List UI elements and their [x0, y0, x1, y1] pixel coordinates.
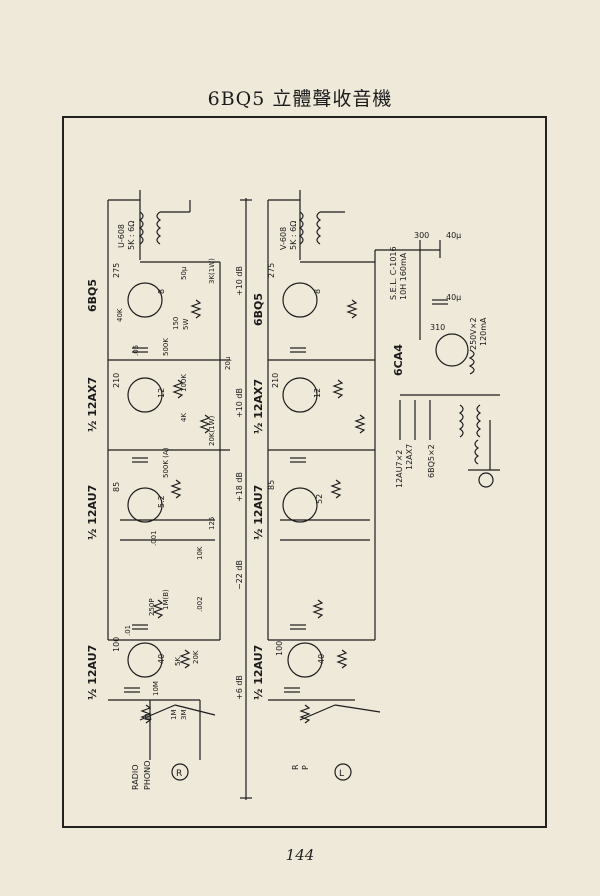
power-supply-wiring [375, 240, 500, 471]
left-plate-voltage-4: 100 [112, 637, 121, 652]
right-12ax7-tube [282, 377, 318, 413]
right-channel-wiring [267, 190, 381, 724]
left-cathode-value-3: 5.2 [157, 495, 166, 508]
component-label-1m: 1M [170, 710, 178, 721]
left-plate-voltage-2: 210 [112, 373, 121, 388]
right-output-tube-label: 6BQ5 [252, 293, 265, 326]
heater-load-2: 12AX7 [405, 444, 414, 470]
component-label-500ka: 500K (A) [162, 447, 170, 478]
right-plate-voltage-2: 210 [271, 373, 280, 388]
component-label-20k1w: 20K(1W) [208, 415, 216, 446]
gain-label-3: +18 dB [235, 472, 244, 502]
left-stage2-tube-label: ½ 12AX7 [86, 377, 99, 432]
right-12au7-tube-1 [282, 487, 318, 523]
hv-rating-1: 250V×2 [469, 317, 478, 350]
page-number: 144 [285, 846, 315, 864]
component-label-10k: 10K [196, 546, 204, 560]
heater-load-1: 12AU7×2 [395, 450, 404, 488]
left-stage3-tube-label: ½ 12AU7 [86, 485, 99, 540]
right-stage2-tube-label: ½ 12AX7 [252, 379, 265, 434]
component-label-40k: 40K [116, 308, 124, 322]
component-label-1mb: 1M(B) [162, 589, 170, 610]
right-cathode-value-4: 40 [317, 654, 326, 664]
right-channel-marker: L [339, 769, 344, 779]
right-cathode-value-1: 8 [313, 289, 322, 294]
component-label-50u: 50μ [180, 266, 188, 280]
component-label-5k: 5K [174, 657, 182, 666]
right-source-r: R [291, 764, 300, 770]
gain-label-1: +10 dB [235, 266, 244, 296]
left-channel-marker: R [176, 769, 182, 779]
right-stage4-tube-label: ½ 12AU7 [252, 645, 265, 700]
right-plate-voltage-3: 85 [267, 480, 276, 490]
component-label-3m: 3M [180, 710, 188, 721]
component-label-20k: 20K [192, 650, 200, 664]
left-plate-voltage-3: 85 [112, 482, 121, 492]
gain-label-4: −22 dB [235, 560, 244, 590]
rectifier-tube-6ca4 [435, 333, 469, 367]
left-channel-wiring [107, 190, 230, 760]
component-label-5w: 5W [182, 319, 190, 330]
right-transformer-label-1: V-608 [279, 227, 288, 250]
left-output-pin-value: 275 [112, 263, 121, 278]
left-switch-label: S₁ [144, 713, 152, 722]
left-cathode-value-2: 12 [157, 388, 166, 398]
left-cathode-value-1: 8 [157, 289, 166, 294]
right-cathode-value-3: 52 [315, 494, 324, 504]
filter-cap-2: 40μ [446, 293, 461, 302]
left-cathode-value-4: 40 [157, 654, 166, 664]
b-plus-voltage: 300 [414, 231, 429, 240]
left-channel-marker-circle [171, 763, 189, 781]
component-label-4k: 4K [180, 413, 188, 422]
hv-rating-2: 120mA [479, 317, 488, 346]
schematic-frame [62, 116, 547, 828]
component-label-001: .001 [150, 530, 158, 546]
left-12au7-tube-2 [127, 642, 163, 678]
component-label-250p: 250P [148, 598, 156, 616]
right-12au7-tube-2 [287, 642, 323, 678]
heater-load-3: 6BQ5×2 [427, 444, 436, 478]
right-transformer-label-2: 5K : 6Ω [289, 221, 298, 250]
gain-label-5: +6 dB [235, 675, 244, 700]
left-12au7-tube-1 [127, 487, 163, 523]
component-label-125: 125 [208, 517, 216, 530]
right-cathode-value-2: 12 [313, 388, 322, 398]
component-label-3k1w: 3K(1W) [208, 258, 216, 284]
power-plug-icon [478, 472, 494, 488]
component-label-150: 150 [172, 317, 180, 330]
filter-cap-1: 40μ [446, 231, 461, 240]
right-plate-voltage-4: 100 [275, 641, 284, 656]
right-stage3-tube-label: ½ 12AU7 [252, 485, 265, 540]
rectifier-pin-value: 310 [430, 323, 445, 332]
component-label-10m: 10M [152, 681, 160, 696]
right-channel-marker-circle [334, 763, 352, 781]
left-source-phono: PHONO [143, 761, 152, 790]
left-6bq5-tube [127, 282, 163, 318]
component-label-100k: 100K [180, 374, 188, 392]
left-transformer-label-2: 5K : 6Ω [127, 221, 136, 250]
gain-label-2: +10 dB [235, 388, 244, 418]
page-title: 6BQ5 立體聲收音機 [207, 88, 393, 110]
right-output-pin-value: 275 [267, 263, 276, 278]
component-label-002: .002 [196, 596, 204, 612]
right-6bq5-tube [282, 282, 318, 318]
component-label-01: .01 [124, 625, 132, 636]
left-output-tube-label: 6BQ5 [86, 279, 99, 312]
rectifier-label: 6CA4 [392, 344, 405, 376]
left-source-radio: RADIO [131, 764, 140, 790]
choke-label-2: 10H 160mA [399, 252, 408, 300]
choke-label-1: S.E.L. C-1016 [389, 246, 398, 300]
left-12ax7-tube [127, 377, 163, 413]
left-transformer-label-1: U-608 [117, 224, 126, 248]
component-label-20u: 20μ [224, 356, 232, 370]
component-label-005: .05 [132, 345, 140, 356]
right-source-p: P [301, 765, 310, 770]
component-label-500k: 500K [162, 338, 170, 356]
left-stage4-tube-label: ½ 12AU7 [86, 645, 99, 700]
